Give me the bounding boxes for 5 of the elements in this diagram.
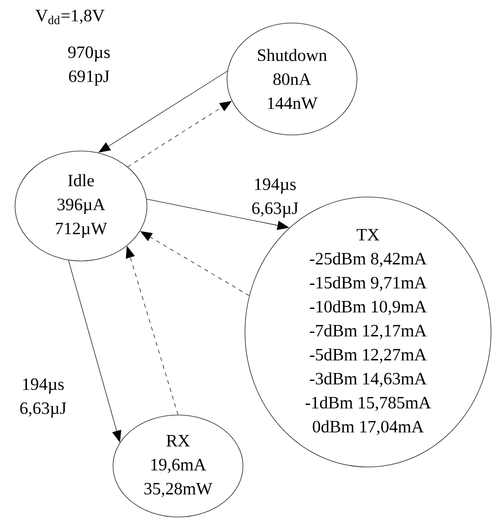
edge-label: 970µs 691pJ — [68, 46, 110, 86]
supply-voltage-label: V$_{dd}$=1,8V — [36, 10, 104, 24]
edge-label: 194µs 6,63µJ — [252, 178, 298, 218]
arrow — [140, 231, 250, 296]
edge-label: 194µs 6,63µJ — [20, 378, 66, 418]
